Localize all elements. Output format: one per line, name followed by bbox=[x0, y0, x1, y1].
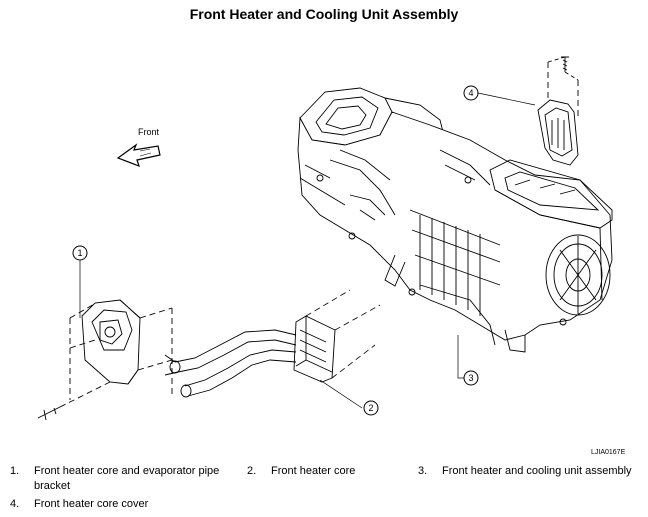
legend-text: Front heater core cover bbox=[34, 498, 149, 510]
legend-text: Front heater core and evaporator pipe br… bbox=[34, 465, 220, 492]
legend-number: 1. bbox=[10, 465, 20, 477]
legend-number: 2. bbox=[247, 465, 257, 477]
diagram-title: Front Heater and Cooling Unit Assembly bbox=[189, 6, 459, 22]
legend-item-4: 4. Front heater core cover bbox=[10, 497, 235, 512]
callout-3: 3 bbox=[463, 370, 479, 386]
callout-1: 1 bbox=[72, 245, 88, 261]
legend-item-1: 1. Front heater core and evaporator pipe… bbox=[10, 464, 235, 494]
pipe-bracket-drawing bbox=[37, 299, 173, 421]
legend-item-3: 3. Front heater and cooling unit assembl… bbox=[418, 464, 646, 479]
legend-number: 4. bbox=[10, 498, 20, 510]
legend-text: Front heater core bbox=[271, 465, 356, 477]
svg-text:3: 3 bbox=[468, 373, 473, 383]
callout-2: 2 bbox=[363, 400, 379, 416]
callout-4: 4 bbox=[463, 85, 479, 101]
legend-number: 3. bbox=[418, 465, 428, 477]
figure-id: LJIA0167E bbox=[591, 449, 626, 456]
svg-text:2: 2 bbox=[368, 403, 373, 413]
legend-text: Front heater and cooling unit assembly bbox=[442, 465, 632, 477]
svg-text:4: 4 bbox=[468, 88, 473, 98]
front-arrow-icon bbox=[116, 143, 161, 168]
svg-text:1: 1 bbox=[77, 248, 82, 258]
front-direction-label: Front bbox=[138, 127, 160, 137]
heater-core-drawing bbox=[164, 315, 336, 398]
legend-item-2: 2. Front heater core bbox=[247, 464, 407, 479]
heater-cooling-unit-drawing bbox=[297, 87, 613, 353]
heater-core-cover-drawing bbox=[537, 56, 579, 166]
